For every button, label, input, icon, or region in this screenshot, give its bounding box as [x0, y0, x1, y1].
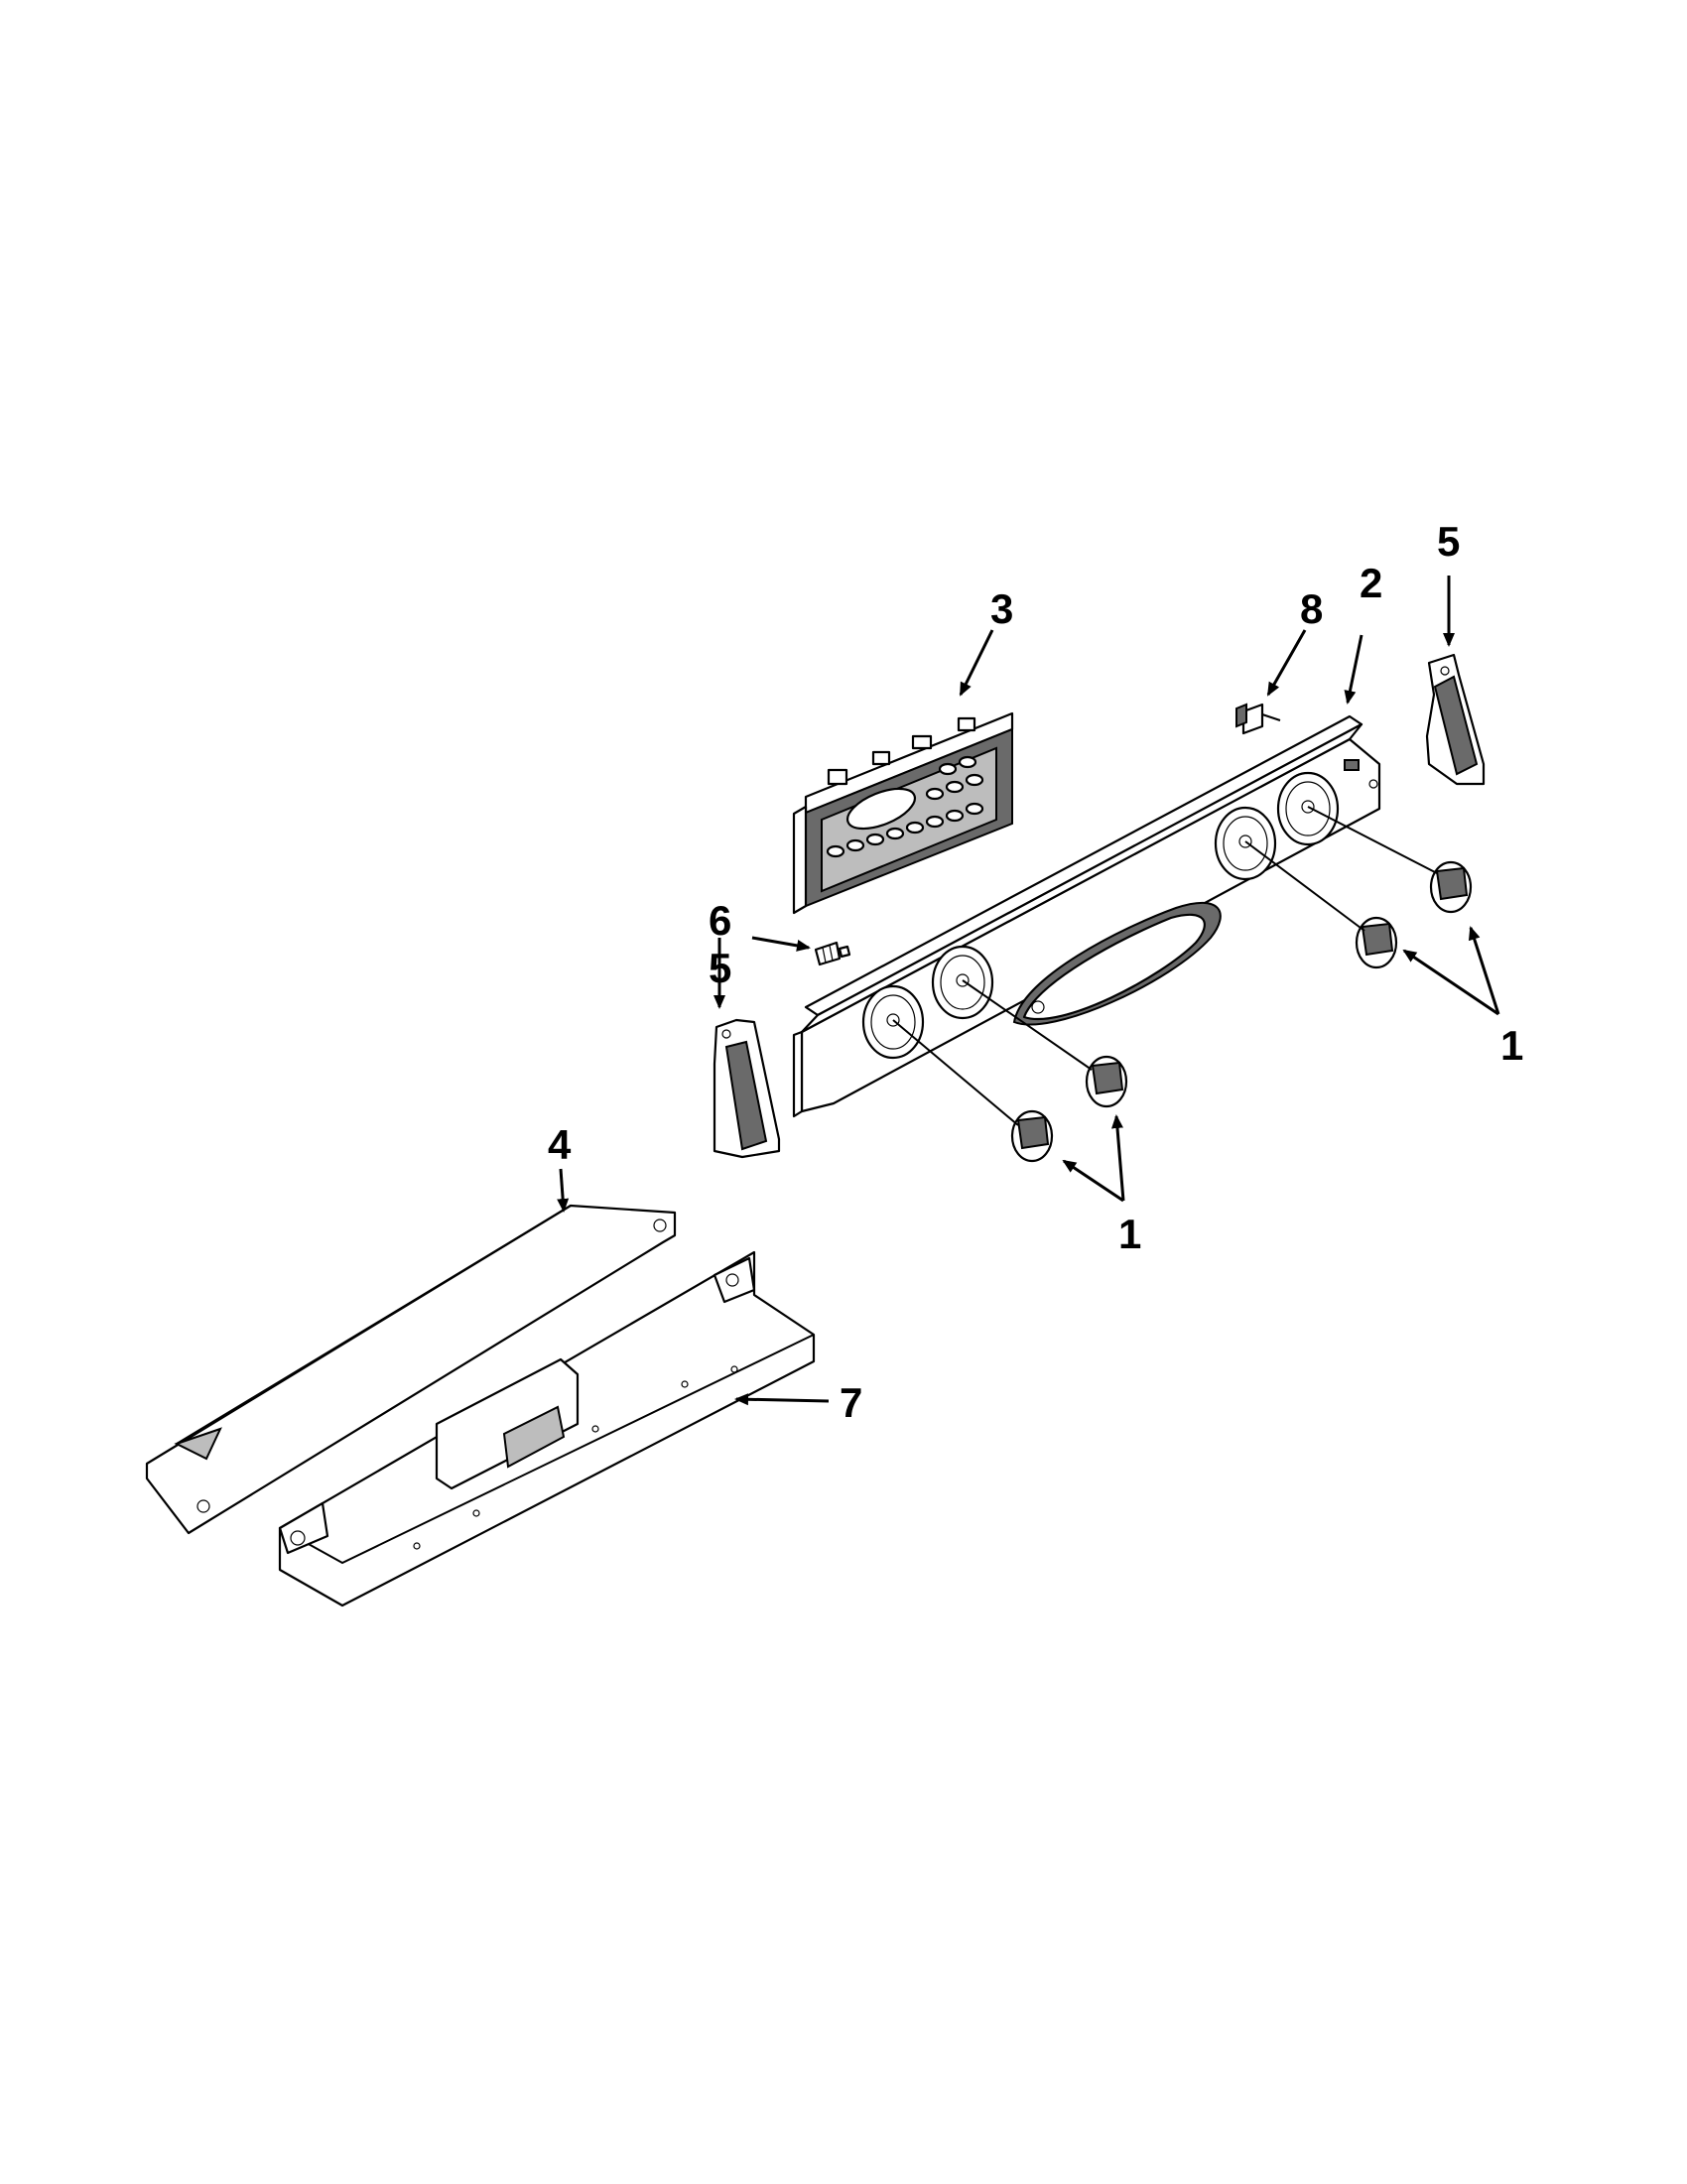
knob-left-2	[1010, 1109, 1054, 1163]
callout-3: 3	[990, 585, 1013, 632]
clip	[1235, 703, 1281, 735]
callout-1-right: 1	[1500, 1022, 1523, 1069]
callout-4: 4	[548, 1121, 572, 1168]
console-dial-ring-3	[1214, 806, 1277, 881]
console-dial-ring-2	[931, 945, 994, 1020]
callout-5-left: 5	[709, 945, 731, 991]
screw	[814, 941, 851, 966]
end-cap-right	[1425, 653, 1486, 786]
callout-2: 2	[1360, 560, 1382, 606]
callout-1-left: 1	[1118, 1211, 1141, 1257]
knob-right-1	[1429, 860, 1473, 914]
knob-left-1	[1085, 1055, 1128, 1108]
control-board-buttons	[826, 755, 984, 858]
console-panel	[792, 714, 1381, 1118]
console-dial-ring-1	[861, 984, 925, 1060]
console-dial-ring-4	[1276, 771, 1340, 846]
callout-7: 7	[840, 1379, 862, 1426]
callout-8: 8	[1300, 585, 1323, 632]
callout-arrows	[557, 576, 1500, 1406]
knob-right-2	[1355, 916, 1398, 969]
control-board	[792, 711, 1014, 915]
bracket	[145, 1204, 677, 1535]
callout-labels: 5 2 8 3 6 5 4 1 1 7	[548, 518, 1523, 1426]
knob-alignment-lines	[892, 806, 1438, 1126]
callout-5-right: 5	[1437, 518, 1460, 565]
end-cap-left	[713, 1018, 781, 1159]
mounting-channel	[278, 1250, 816, 1607]
callout-6: 6	[709, 897, 731, 944]
